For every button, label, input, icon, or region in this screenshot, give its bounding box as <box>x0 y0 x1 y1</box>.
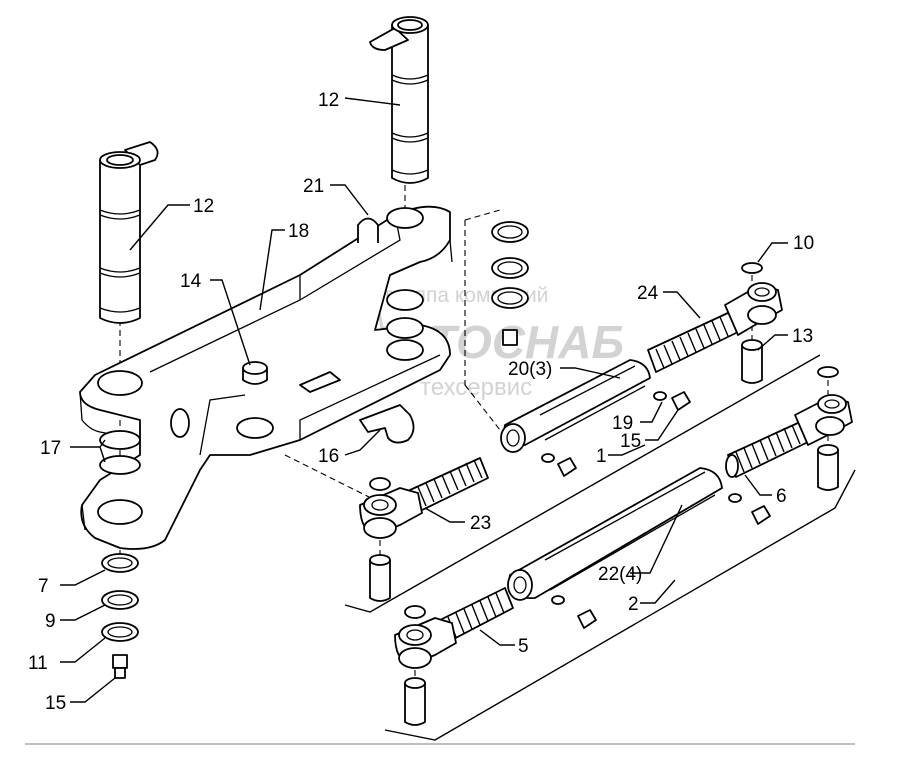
label-2: 2 <box>628 594 639 615</box>
label-24: 24 <box>637 283 659 304</box>
turnbuckle-tube-20 <box>500 359 651 453</box>
label-15-right: 15 <box>620 431 641 452</box>
label-14: 14 <box>180 271 202 292</box>
cotter-pin-21 <box>357 217 379 243</box>
label-16: 16 <box>318 446 339 467</box>
label-19: 19 <box>612 413 633 434</box>
label-12-left: 12 <box>193 196 214 217</box>
threaded-rod-24 <box>647 262 783 373</box>
assembly-brackets <box>344 354 856 741</box>
clip-small <box>299 371 341 393</box>
threaded-rod-6 <box>725 366 853 491</box>
part-labels: 12 12 21 18 14 17 16 7 9 11 15 10 24 13 … <box>28 90 814 714</box>
leader-lines <box>60 97 788 703</box>
pin-13 <box>741 339 763 384</box>
nut-14 <box>242 361 268 385</box>
seal-stack <box>386 221 529 361</box>
pin-12-top <box>369 16 429 184</box>
label-17: 17 <box>40 438 61 459</box>
label-10: 10 <box>793 233 814 254</box>
turnbuckle-tube-22 <box>507 467 723 601</box>
label-23: 23 <box>470 513 491 534</box>
label-7: 7 <box>38 576 49 597</box>
label-15-left: 15 <box>45 693 66 714</box>
label-20: 20(3) <box>508 359 552 380</box>
label-5: 5 <box>518 636 529 657</box>
label-6: 6 <box>776 486 787 507</box>
washers-17 <box>99 430 141 475</box>
label-12-top: 12 <box>318 90 339 111</box>
label-21: 21 <box>303 176 324 197</box>
label-22: 22(4) <box>598 564 642 585</box>
label-18: 18 <box>288 221 309 242</box>
threaded-rod-5 <box>394 587 514 726</box>
threaded-rod-23 <box>359 457 489 602</box>
watermark-line3: техсервис <box>420 374 532 401</box>
label-1: 1 <box>596 446 607 467</box>
label-9: 9 <box>45 611 56 632</box>
pin-12-left <box>99 141 159 324</box>
clip-16 <box>359 404 415 444</box>
washers-lower <box>101 553 139 679</box>
grease-fittings <box>541 391 771 629</box>
label-13: 13 <box>792 326 813 347</box>
label-11: 11 <box>28 653 48 674</box>
